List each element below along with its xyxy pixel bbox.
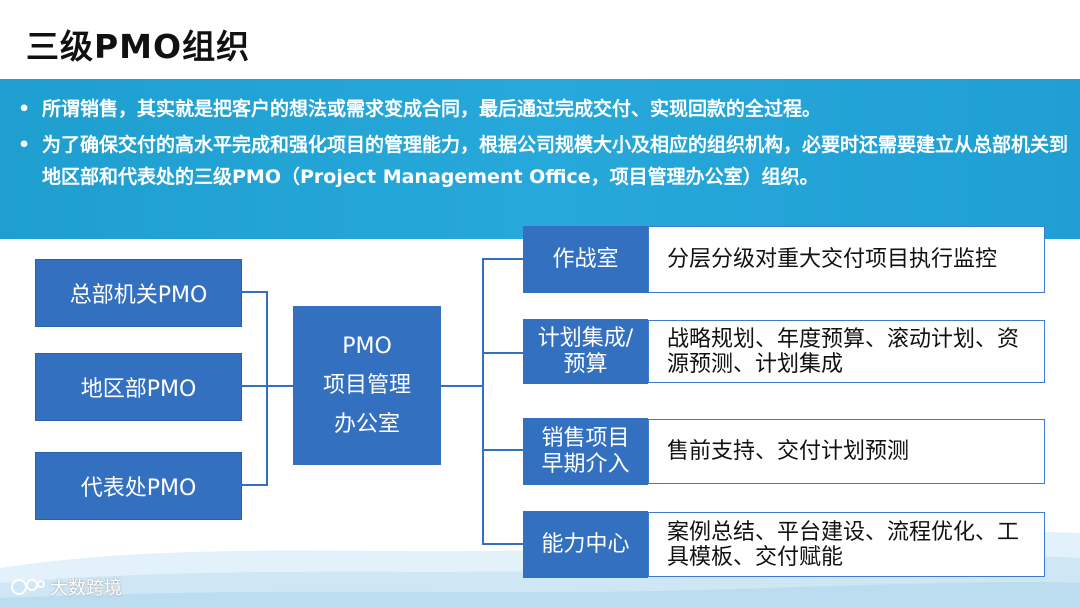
function-label-text: 早期介入 — [541, 451, 630, 477]
watermark-text: 大数跨境 — [50, 578, 122, 599]
function-label-text: 能力中心 — [541, 531, 630, 557]
function-label-war-room: 作战室 — [523, 226, 648, 293]
connector-line — [266, 291, 268, 486]
brand-logo-icon — [11, 579, 45, 595]
page-title: 三级PMO组织 — [26, 27, 251, 66]
function-label-capability: 能力中心 — [523, 511, 648, 578]
function-label-text: 销售项目 — [541, 425, 630, 451]
connector-line — [266, 385, 293, 387]
function-label-text: 预算 — [563, 351, 608, 377]
bullet-text: 为了确保交付的高水平完成和强化项目的管理能力，根据公司规模大小及相应的组织机构，… — [42, 134, 1069, 188]
connector-line — [482, 258, 484, 544]
region-pmo-box: 地区部PMO — [35, 353, 242, 421]
function-label-planning: 计划集成/ 预算 — [523, 319, 648, 384]
function-desc: 战略规划、年度预算、滚动计划、资源预测、计划集成 — [648, 320, 1045, 383]
function-label-text: 作战室 — [552, 246, 619, 272]
function-label-sales: 销售项目 早期介入 — [523, 418, 648, 485]
bullet-marker: • — [18, 98, 31, 120]
connector-line — [240, 385, 267, 387]
connector-line — [482, 258, 523, 260]
connector-line — [441, 385, 483, 387]
function-desc: 分层分级对重大交付项目执行监控 — [648, 226, 1045, 293]
connector-line — [482, 543, 523, 545]
connector-line — [240, 291, 267, 293]
function-desc: 售前支持、交付计划预测 — [648, 419, 1045, 484]
watermark: 大数跨境 — [10, 574, 122, 600]
center-line: 项目管理 — [322, 373, 411, 398]
connector-line — [482, 352, 523, 354]
function-desc: 案例总结、平台建设、流程优化、工具模板、交付赋能 — [648, 512, 1045, 577]
bullet-text: 所谓销售，其实就是把客户的想法或需求变成合同，最后通过完成交付、实现回款的全过程… — [42, 98, 822, 120]
hq-pmo-box: 总部机关PMO — [35, 259, 242, 327]
intro-banner: • 所谓销售，其实就是把客户的想法或需求变成合同，最后通过完成交付、实现回款的全… — [0, 79, 1080, 239]
connector-line — [240, 484, 267, 486]
function-label-text: 计划集成/ — [537, 325, 634, 351]
connector-line — [482, 449, 523, 451]
pmo-center-box: PMO 项目管理 办公室 — [293, 306, 441, 465]
center-line: 办公室 — [333, 412, 400, 437]
center-line: PMO — [342, 334, 392, 359]
office-pmo-box: 代表处PMO — [35, 452, 242, 520]
bullet-marker: • — [18, 134, 31, 156]
